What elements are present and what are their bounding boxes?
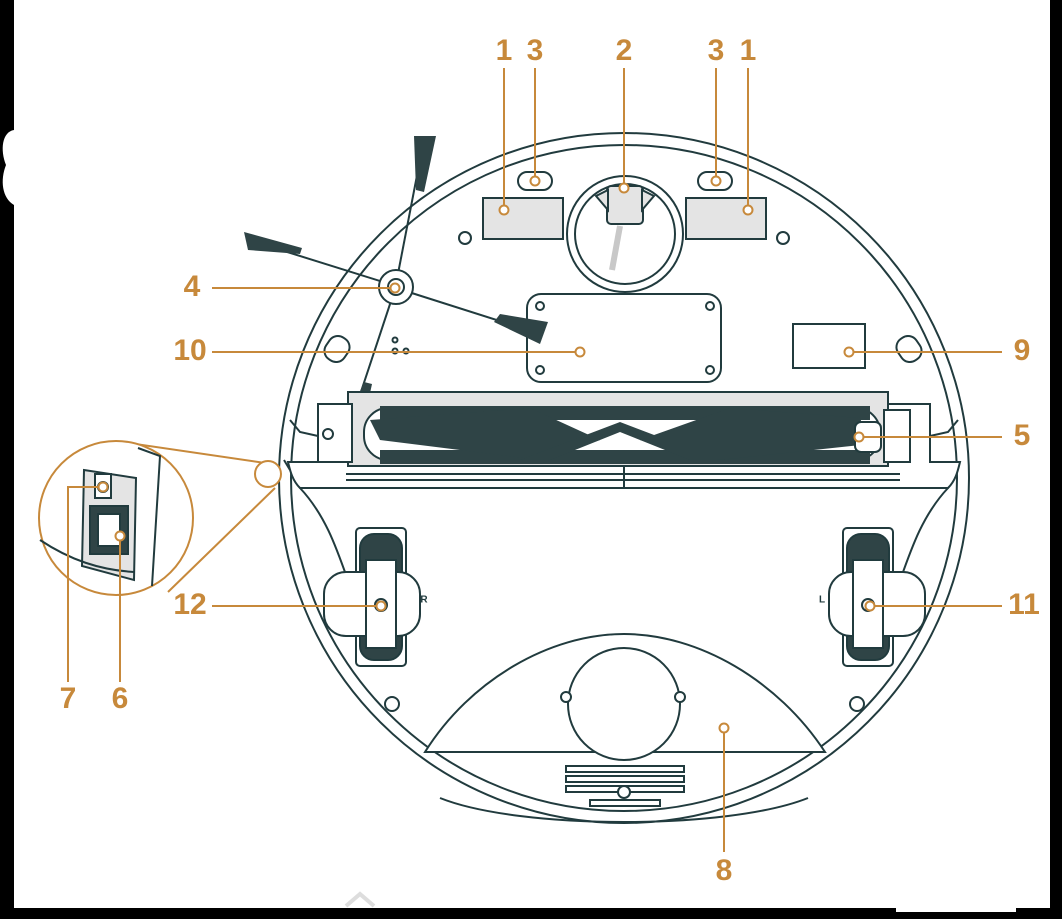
- dustbin-latch: [618, 786, 630, 798]
- frame-right-bar: [1050, 0, 1062, 919]
- dot-6: [116, 532, 125, 541]
- dot-11: [866, 602, 875, 611]
- battery-cover-screw-3: [536, 366, 544, 374]
- callout-number: 11: [1008, 588, 1040, 621]
- left-wheel-letter: L: [819, 595, 825, 606]
- dot-7: [99, 483, 108, 492]
- callout-number: 6: [112, 682, 129, 715]
- callout-number: 7: [60, 682, 77, 715]
- callout-number: 9: [1014, 334, 1031, 367]
- screw-hole-br: [850, 697, 864, 711]
- callout-number: 1: [740, 34, 757, 67]
- screw-hole-tl: [459, 232, 471, 244]
- frame-bottom-gap: [896, 906, 1016, 912]
- callout-number: 4: [184, 270, 201, 303]
- vent-slot-2: [566, 776, 684, 782]
- power-switch-rocker: [98, 514, 120, 546]
- right-wheel-letter: R: [420, 595, 428, 606]
- floor-sensor: [793, 324, 865, 368]
- battery-cover-screw-2: [706, 302, 714, 310]
- dot-1-left: [500, 206, 509, 215]
- battery-cover-screw-1: [536, 302, 544, 310]
- callout-number: 3: [708, 34, 725, 67]
- watermark-chevron: [346, 894, 374, 906]
- callout-number: 1: [496, 34, 513, 67]
- dot-3-left: [531, 177, 540, 186]
- battery-cover-plate: [527, 294, 721, 382]
- dot-8: [720, 724, 729, 733]
- bristle-left: [244, 232, 302, 254]
- inset-source-circle: [255, 461, 281, 487]
- switch-inset: [39, 441, 281, 595]
- dustbin-filter: [568, 648, 680, 760]
- screw-hole-bl: [385, 697, 399, 711]
- main-brush-end-pin-left: [323, 429, 333, 439]
- dot-2: [620, 184, 629, 193]
- dot-4: [391, 284, 400, 293]
- dot-12: [377, 602, 386, 611]
- dot-10: [576, 348, 585, 357]
- vent-slot-1: [566, 766, 684, 772]
- dot-9: [845, 348, 854, 357]
- vent-slot-4: [590, 800, 660, 806]
- mic-dot-1: [393, 338, 398, 343]
- callout-number: 2: [616, 34, 633, 67]
- callout-number: 5: [1014, 419, 1031, 452]
- battery-cover-screw-4: [706, 366, 714, 374]
- dot-1-right: [744, 206, 753, 215]
- dustbin-clip-right: [675, 692, 685, 702]
- dustbin-clip-left: [561, 692, 571, 702]
- cliff-sensor-right: [686, 198, 766, 239]
- dot-3-right: [712, 177, 721, 186]
- callout-number: 10: [173, 334, 206, 367]
- callout-number: 12: [173, 588, 206, 621]
- bristle-up: [414, 136, 436, 192]
- callout-number: 8: [716, 854, 733, 887]
- dot-5: [855, 433, 864, 442]
- screw-hole-tr: [777, 232, 789, 244]
- cliff-sensor-left: [483, 198, 563, 239]
- callout-number: 3: [527, 34, 544, 67]
- bristle-row-bottom: [380, 450, 870, 464]
- battery-cover: [527, 294, 721, 382]
